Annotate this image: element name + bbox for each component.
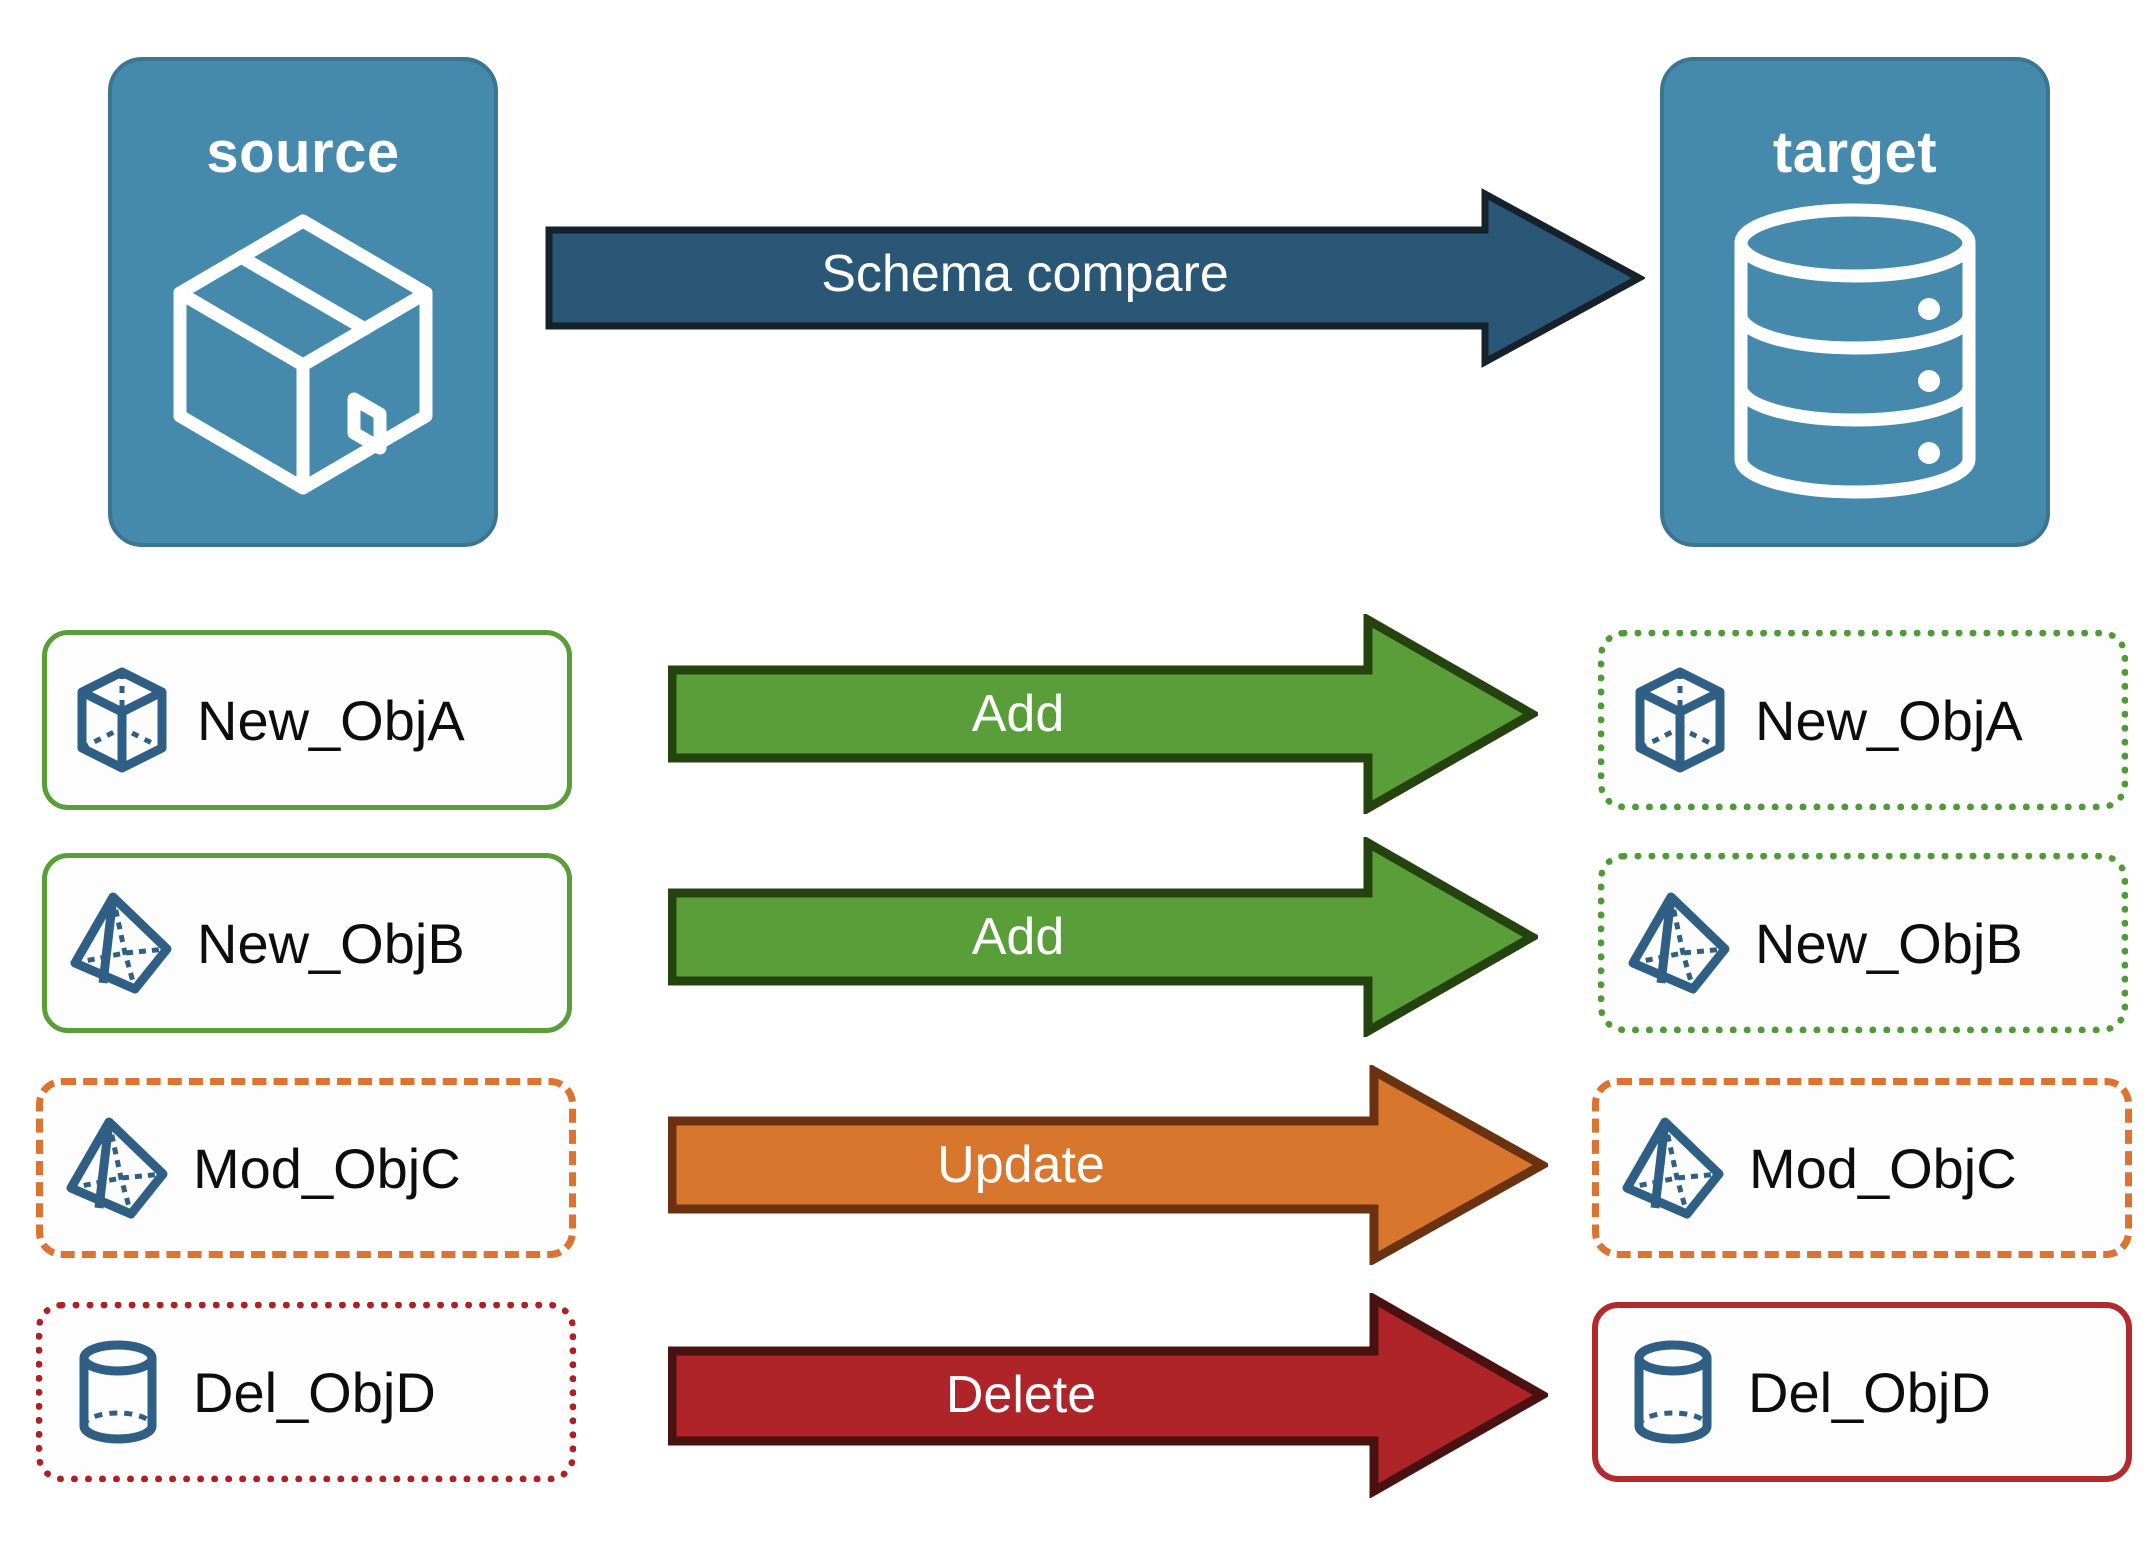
wireframe-cylinder-icon <box>1598 1336 1748 1448</box>
database-cylinder-icon <box>1664 201 2046 501</box>
target-card-del-objd[interactable]: Del_ObjD <box>1592 1302 2132 1482</box>
source-card-label: Mod_ObjC <box>193 1136 461 1200</box>
action-arrow-add-1[interactable]: Add <box>667 612 1542 816</box>
source-card-new-objb[interactable]: New_ObjB <box>42 853 572 1033</box>
schema-compare-label: Schema compare <box>821 245 1229 303</box>
source-card-label: New_ObjA <box>197 688 465 752</box>
target-card-label: New_ObjB <box>1755 911 2023 975</box>
action-arrow-label: Add <box>971 685 1065 743</box>
action-arrow-label: Add <box>971 908 1065 966</box>
target-card-label: Mod_ObjC <box>1749 1136 2017 1200</box>
target-panel[interactable]: target <box>1660 57 2050 547</box>
wireframe-cube-icon <box>1605 664 1755 776</box>
target-card-new-obja[interactable]: New_ObjA <box>1598 630 2128 810</box>
wireframe-cube-icon <box>47 664 197 776</box>
source-card-mod-objc[interactable]: Mod_ObjC <box>36 1078 576 1258</box>
target-card-new-objb[interactable]: New_ObjB <box>1598 853 2128 1033</box>
source-card-del-objd[interactable]: Del_ObjD <box>36 1302 576 1482</box>
wireframe-pyramid-icon <box>47 887 197 999</box>
wireframe-pyramid-icon <box>1605 887 1755 999</box>
wireframe-pyramid-icon <box>1599 1112 1749 1224</box>
source-panel[interactable]: source <box>108 57 498 547</box>
wireframe-cylinder-icon <box>43 1336 193 1448</box>
source-card-label: Del_ObjD <box>193 1360 436 1424</box>
action-arrow-update[interactable]: Update <box>667 1063 1552 1267</box>
action-arrow-label: Delete <box>945 1366 1097 1424</box>
target-card-mod-objc[interactable]: Mod_ObjC <box>1592 1078 2132 1258</box>
package-box-icon <box>112 201 494 501</box>
schema-compare-arrow[interactable]: Schema compare <box>545 188 1647 373</box>
target-card-label: Del_ObjD <box>1748 1360 1991 1424</box>
action-arrow-label: Update <box>937 1136 1105 1194</box>
action-arrow-add-2[interactable]: Add <box>667 835 1542 1039</box>
source-card-new-obja[interactable]: New_ObjA <box>42 630 572 810</box>
target-panel-title: target <box>1772 120 1938 185</box>
source-card-label: New_ObjB <box>197 911 465 975</box>
source-panel-title: source <box>206 120 400 185</box>
action-arrow-delete[interactable]: Delete <box>667 1291 1552 1499</box>
wireframe-pyramid-icon <box>43 1112 193 1224</box>
target-card-label: New_ObjA <box>1755 688 2023 752</box>
